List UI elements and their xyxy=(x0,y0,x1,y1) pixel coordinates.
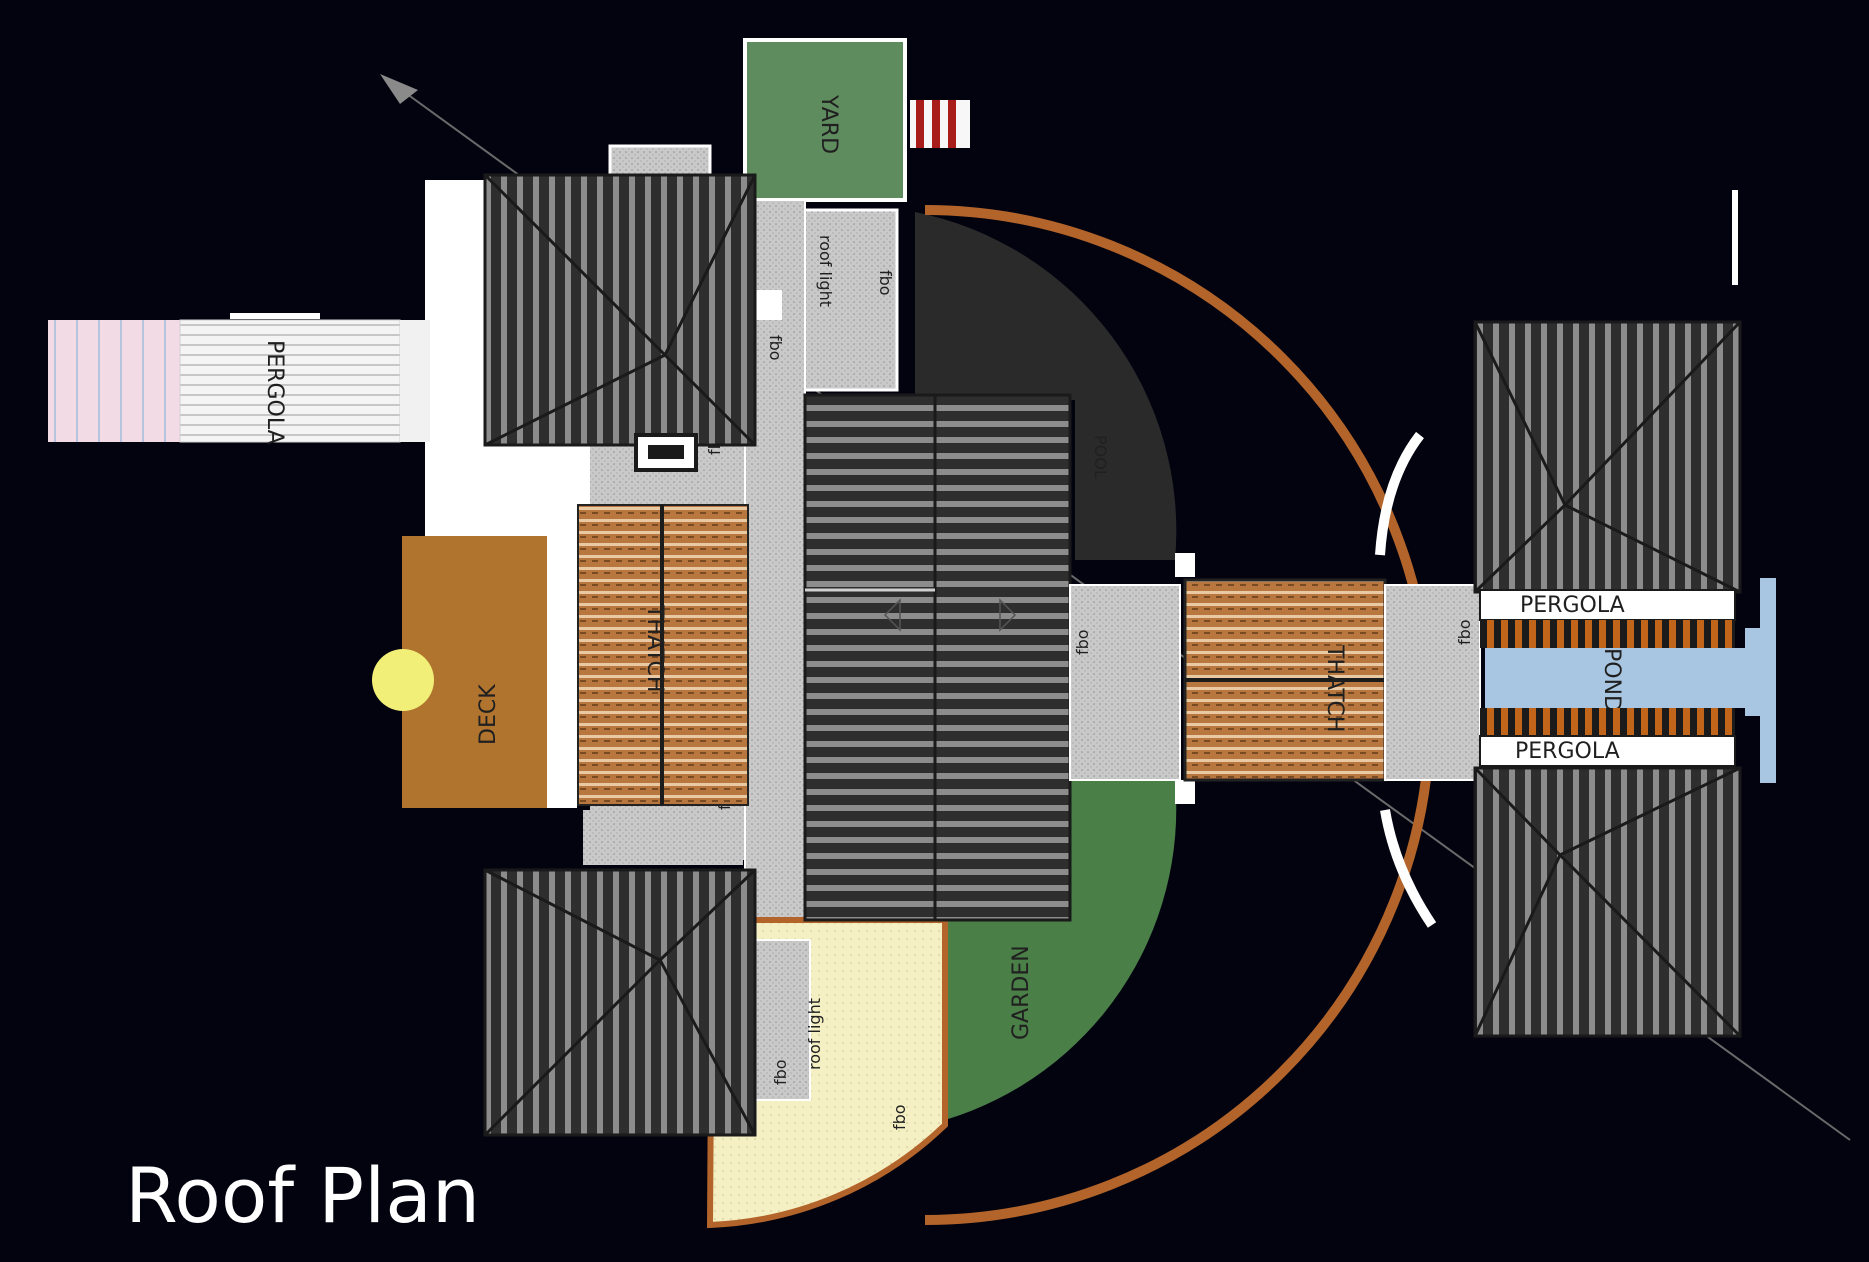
fbo-label-1: fbo xyxy=(876,270,895,296)
pergola-left-beam xyxy=(230,313,320,319)
deck-label: DECK xyxy=(476,684,501,745)
slope-arrow-icon xyxy=(999,598,1017,632)
terrace-link xyxy=(400,320,430,442)
fbo-label-7: fbo xyxy=(1073,629,1092,655)
pool-label: POOL xyxy=(1091,435,1110,479)
roof-light-bottom-label: roof light xyxy=(805,998,824,1070)
thatch-left-label: THATCH xyxy=(642,604,667,692)
thatch-left-footer xyxy=(583,810,743,865)
roof-hip-top-left xyxy=(483,173,757,447)
yard-marker xyxy=(910,100,970,148)
north-arrow-icon xyxy=(380,74,418,104)
roof-hip-top-right xyxy=(1473,320,1742,594)
arc-gap-top xyxy=(1175,553,1195,577)
main-roof-left xyxy=(803,393,937,922)
pergola-left-label: PERGOLA xyxy=(262,340,287,445)
link-corridor-left xyxy=(1069,584,1181,781)
pergola-top xyxy=(1479,589,1736,621)
plan-title: Roof Plan xyxy=(125,1151,480,1240)
curved-wall-top xyxy=(1375,431,1424,556)
pond-label: POND xyxy=(1599,648,1624,712)
yard xyxy=(743,38,907,202)
yard-label: YARD xyxy=(816,94,841,154)
fbo-label-5: fbo xyxy=(771,1059,790,1085)
slope-arrow-icon xyxy=(883,598,901,632)
pergola-bottom xyxy=(1479,735,1736,767)
garden-label: GARDEN xyxy=(1009,945,1034,1040)
roof-light-bottom-area xyxy=(749,939,811,1101)
thatch-right-label: THATCH xyxy=(1322,644,1347,732)
roof-hip-bottom-left xyxy=(483,868,757,1137)
orange-strip-top xyxy=(1480,620,1735,648)
fbo-label-6: fbo xyxy=(890,1104,909,1130)
roof-light-top-label: roof light xyxy=(816,235,835,307)
roof-hip-bottom-right xyxy=(1473,766,1742,1038)
pergola-bottom-label: PERGOLA xyxy=(1515,739,1620,764)
deck-edge xyxy=(547,528,577,808)
pergola-left xyxy=(179,319,401,443)
main-roof-right xyxy=(933,393,1072,922)
sun-icon xyxy=(372,649,434,711)
fbo-label-8: fbo xyxy=(1455,619,1474,645)
fbo-label-2: fbo xyxy=(766,335,785,361)
pond-channel xyxy=(1760,578,1776,783)
spine-vent-top xyxy=(752,290,782,320)
pond xyxy=(1485,648,1745,708)
link-corridor-right xyxy=(1384,584,1481,781)
orange-strip-bottom xyxy=(1480,708,1735,736)
pergola-top-label: PERGOLA xyxy=(1520,593,1625,618)
curved-wall-bottom xyxy=(1380,809,1437,928)
pink-deck-area xyxy=(48,320,180,442)
arc-gap-bottom xyxy=(1175,780,1195,804)
pool-area xyxy=(915,212,1177,560)
